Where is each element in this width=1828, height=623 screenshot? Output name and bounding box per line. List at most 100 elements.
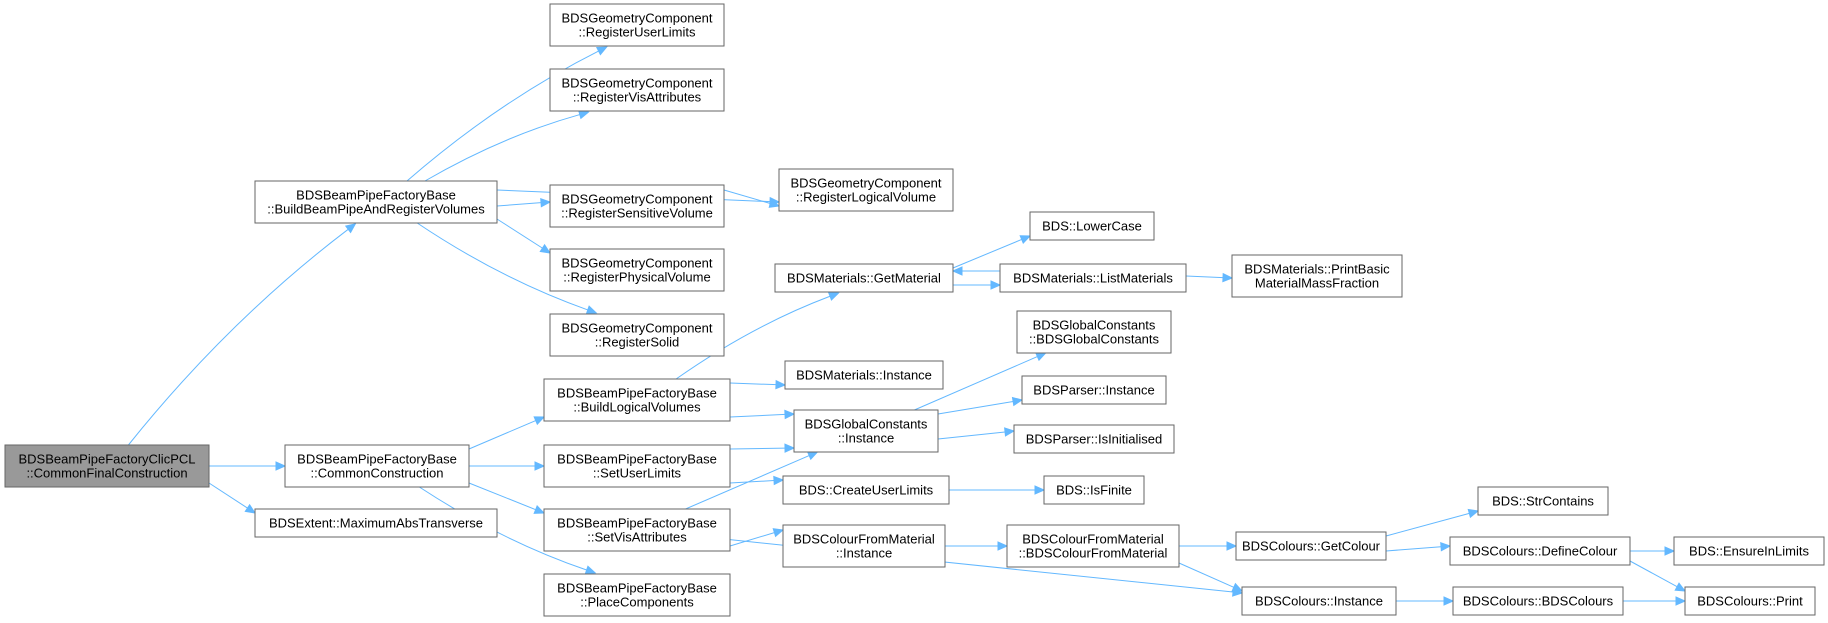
edge-bbpar-to-rul [406,46,608,182]
node-mi[interactable]: BDSMaterials::Instance [784,360,944,390]
node-label: ::RegisterPhysicalVolume [563,270,710,285]
node-label: BDS::CreateUserLimits [799,483,934,498]
node-label: BDSGlobalConstants [1033,318,1156,333]
edge-line [419,486,587,571]
node-label: BDSMaterials::GetMaterial [787,271,941,286]
edge-line [128,228,349,446]
node-rsv[interactable]: BDSGeometryComponent::RegisterSensitiveV… [549,184,725,228]
node-label: BDSGeometryComponent [561,76,712,91]
node-pbm[interactable]: BDSMaterials::PrintBasicMaterialMassFrac… [1231,254,1403,298]
node-cul[interactable]: BDS::CreateUserLimits [782,475,950,505]
node-bbpar[interactable]: BDSBeamPipeFactoryBase::BuildBeamPipeAnd… [254,180,498,224]
node-pr[interactable]: BDSColours::Print [1684,586,1816,616]
node-cfmc[interactable]: BDSColourFromMaterial::BDSColourFromMate… [1006,524,1180,568]
arrowhead-icon [1443,596,1455,606]
node-gcc[interactable]: BDSGlobalConstants::BDSGlobalConstants [1016,310,1172,354]
node-box [284,444,470,488]
node-label: ::CommonFinalConstruction [26,466,187,481]
arrowhead-icon [1004,427,1016,437]
node-label: ::SetVisAttributes [587,530,687,545]
node-box [543,444,731,488]
arrowhead-icon [244,503,257,514]
node-ci[interactable]: BDSColours::Instance [1241,586,1397,616]
node-label: ::Instance [838,431,894,446]
node-sul[interactable]: BDSBeamPipeFactoryBase::SetUserLimits [543,444,731,488]
node-rlv[interactable]: BDSGeometryComponent::RegisterLogicalVol… [778,168,954,212]
edge-root-to-bbpar [128,223,357,446]
node-label: MaterialMassFraction [1255,276,1379,291]
node-gm[interactable]: BDSMaterials::GetMaterial [774,263,954,293]
edge-sul-to-cul [729,475,785,486]
edge-line [937,431,1006,440]
node-dc[interactable]: BDSColours::DefineColour [1449,536,1631,566]
node-blv[interactable]: BDSBeamPipeFactoryBase::BuildLogicalVolu… [543,378,731,422]
node-box [1029,211,1155,241]
node-rpv[interactable]: BDSGeometryComponent::RegisterPhysicalVo… [549,248,725,292]
node-label: ::BDSColourFromMaterial [1019,546,1168,561]
arrowhead-icon [1034,485,1046,495]
node-box [1006,524,1180,568]
node-sc[interactable]: BDS::StrContains [1477,486,1609,516]
edge-bbpar-to-rs [416,222,598,315]
edge-line [729,532,775,547]
node-gci[interactable]: BDSGlobalConstants::Instance [793,409,939,453]
edge-line [675,295,831,380]
node-pi[interactable]: BDSParser::Instance [1021,375,1167,405]
node-sva[interactable]: BDSBeamPipeFactoryBase::SetVisAttributes [543,508,731,552]
node-pc[interactable]: BDSBeamPipeFactoryBase::PlaceComponents [543,573,731,617]
node-isf[interactable]: BDS::IsFinite [1043,475,1145,505]
node-label: BDSGlobalConstants [805,417,928,432]
node-mat[interactable]: BDSExtent::MaximumAbsTransverse [254,508,498,538]
edge-lm-to-pbm [1185,272,1234,283]
node-cfmi[interactable]: BDSColourFromMaterial::Instance [782,524,946,568]
edge-gcol-to-dc [1385,541,1452,552]
node-box [549,248,725,292]
node-box [774,263,954,293]
node-box [1477,486,1609,516]
node-rva[interactable]: BDSGeometryComponent::RegisterVisAttribu… [549,68,725,112]
node-label: BDS::IsFinite [1056,483,1132,498]
arrowhead-icon [534,461,546,471]
node-box [782,524,946,568]
edge-line [729,382,777,386]
node-label: BDSBeamPipeFactoryBase [557,581,717,596]
edge-line [1385,546,1442,552]
node-label: BDSBeamPipeFactoryBase [296,188,456,203]
node-label: ::CommonConstruction [311,466,444,481]
node-box [1016,310,1172,354]
edge-line [468,482,536,511]
edge-blv-to-gm [675,291,840,380]
node-label: BDSGeometryComponent [561,321,712,336]
node-label: BDSMaterials::PrintBasic [1244,262,1390,277]
arrowhead-icon [275,461,287,471]
node-box [549,184,725,228]
edge-line [496,202,542,207]
node-label: ::RegisterLogicalVolume [796,190,936,205]
edge-ci-to-bc [1396,596,1455,606]
node-bc[interactable]: BDSColours::BDSColours [1452,586,1624,616]
node-label: ::Instance [836,546,892,561]
node-box [549,313,725,357]
edges-layer [128,46,1687,606]
edge-line [914,356,1038,411]
node-box [782,475,950,505]
node-rul[interactable]: BDSGeometryComponent::RegisterUserLimits [549,3,725,47]
node-lm[interactable]: BDSMaterials::ListMaterials [999,263,1187,293]
node-label: BDSParser::IsInitialised [1026,432,1163,447]
node-root[interactable]: BDSBeamPipeFactoryClicPCL::CommonFinalCo… [4,444,210,488]
arrowhead-icon [827,291,840,301]
node-label: ::RegisterUserLimits [578,25,696,40]
node-cc[interactable]: BDSBeamPipeFactoryBase::CommonConstructi… [284,444,470,488]
node-label: BDS::EnsureInLimits [1689,544,1809,559]
edge-line [723,189,771,204]
node-eil[interactable]: BDS::EnsureInLimits [1673,536,1825,566]
node-gcol[interactable]: BDSColours::GetColour [1235,531,1387,561]
node-label: BDSGeometryComponent [561,11,712,26]
node-rs[interactable]: BDSGeometryComponent::RegisterSolid [549,313,725,357]
edge-cc-to-sva [468,482,546,514]
node-pii[interactable]: BDSParser::IsInitialised [1013,424,1175,454]
edge-line [685,455,810,510]
node-lc[interactable]: BDS::LowerCase [1029,211,1155,241]
node-box [1449,536,1631,566]
arrowhead-icon [1674,582,1687,592]
